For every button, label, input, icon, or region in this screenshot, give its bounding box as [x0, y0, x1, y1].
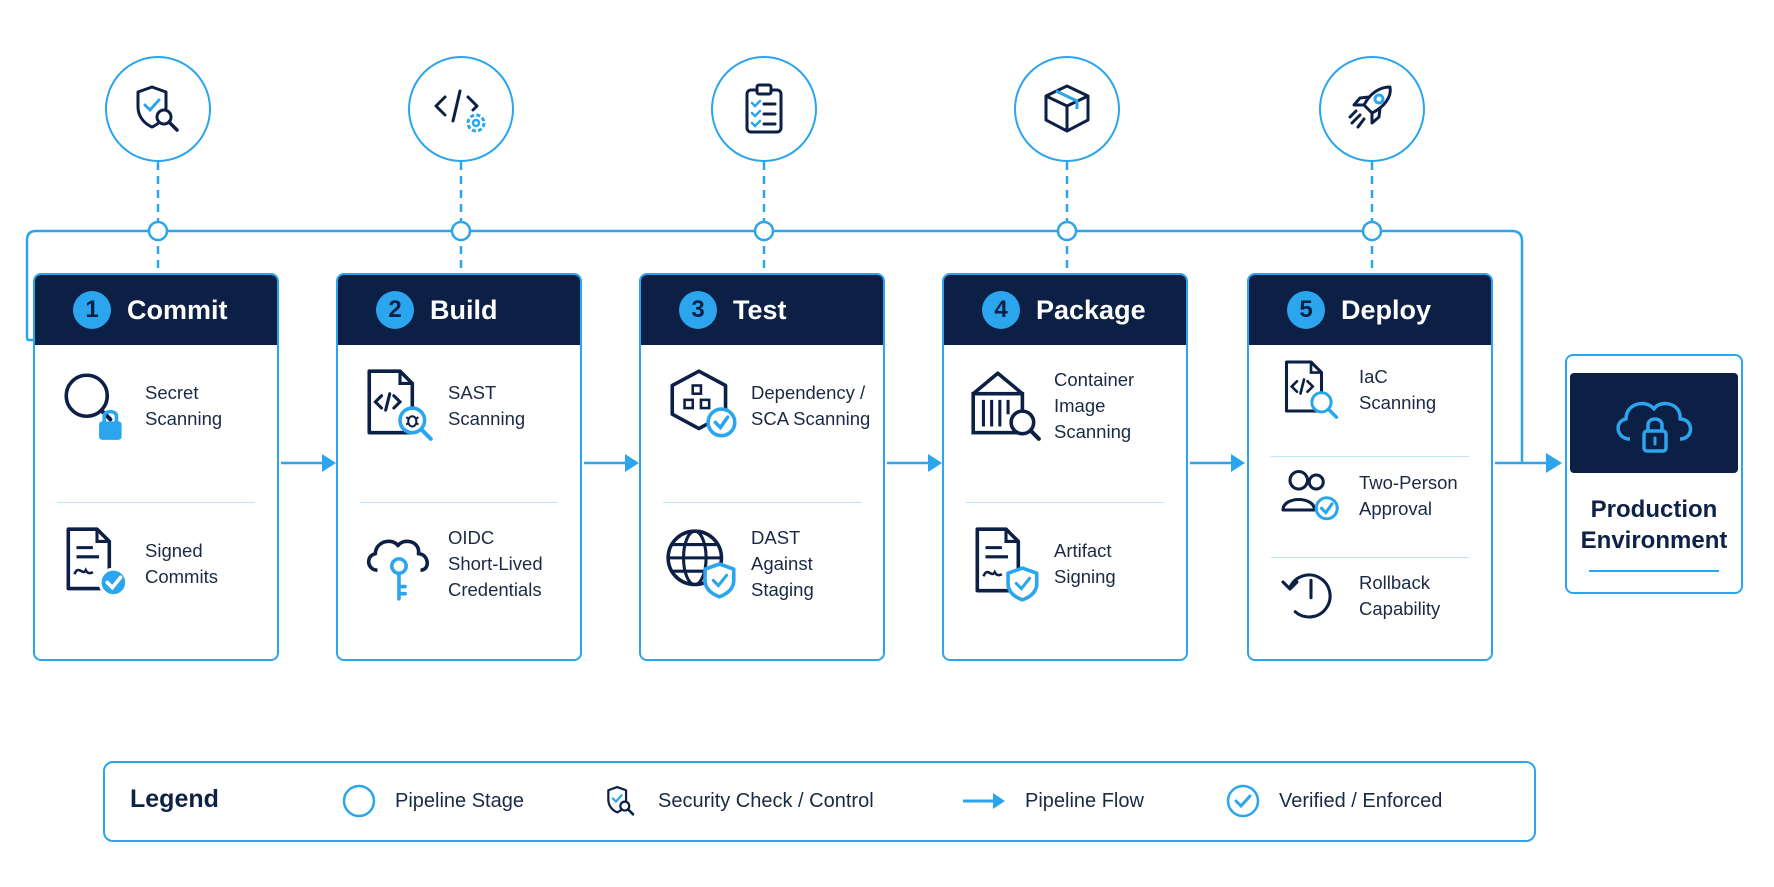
arrow-right-icon: [963, 793, 1005, 809]
stage-title: Package: [1036, 294, 1146, 325]
stage-number-badge: 5: [1287, 291, 1325, 329]
security-check-label: SAST Scanning: [448, 382, 526, 429]
legend-label: Verified / Enforced: [1279, 789, 1443, 812]
legend-label: Pipeline Flow: [1025, 789, 1144, 812]
stage-card-build[interactable]: 2 Build SAST Scanning: [336, 273, 582, 661]
stage-title: Commit: [127, 294, 228, 325]
security-check-label: Dependency / SCA Scanning: [751, 382, 871, 429]
stage-title: Build: [430, 294, 498, 325]
production-underline: [1589, 570, 1719, 572]
stage-4-top-icon: [1014, 56, 1120, 162]
check-circle-icon: [1226, 784, 1260, 818]
signed-document-check-icon: [66, 527, 129, 598]
security-check-item: OIDC Short-Lived Credentials: [338, 523, 580, 605]
divider: [1271, 557, 1469, 558]
stage-header: 5 Deploy: [1249, 275, 1491, 345]
security-check-item: Two-Person Approval: [1249, 461, 1491, 531]
globe-shield-icon: [666, 529, 736, 599]
security-check-item: Rollback Capability: [1249, 561, 1491, 631]
security-check-label: Rollback Capability: [1359, 572, 1441, 619]
security-check-item: Secret Scanning: [35, 365, 277, 447]
stage-title: Deploy: [1341, 294, 1432, 325]
container-search-icon: [971, 371, 1041, 441]
legend-item-security-check: Security Check / Control: [602, 779, 874, 823]
stage-3-top-icon: [711, 56, 817, 162]
security-check-label: Artifact Signing: [1054, 540, 1116, 587]
security-check-item: Signed Commits: [35, 523, 277, 605]
code-gear-icon: [434, 89, 486, 133]
legend-item-pipeline-flow: Pipeline Flow: [961, 779, 1144, 823]
cloud-lock-icon: [1616, 401, 1693, 453]
shield-search-icon: [607, 785, 635, 816]
hexagon-cubes-check-icon: [670, 369, 737, 438]
divider: [663, 502, 861, 503]
divider: [57, 502, 255, 503]
production-icon-panel: [1570, 373, 1738, 473]
magnifier-lock-icon: [64, 373, 122, 440]
legend-item-verified: Verified / Enforced: [1225, 779, 1442, 823]
security-check-item: SAST Scanning: [338, 365, 580, 447]
box-icon: [1044, 84, 1090, 133]
rocket-icon: [1348, 85, 1392, 129]
stage-header: 1 Commit: [35, 275, 277, 345]
stage-header: 3 Test: [641, 275, 883, 345]
security-check-item: Artifact Signing: [944, 523, 1186, 605]
security-check-label: DAST Against Staging: [751, 527, 814, 600]
stage-number-badge: 4: [982, 291, 1020, 329]
legend-item-pipeline-stage: Pipeline Stage: [341, 779, 524, 823]
stage-number-badge: 1: [73, 291, 111, 329]
stage-1-top-icon: [105, 56, 211, 162]
stage-header: 4 Package: [944, 275, 1186, 345]
circle-icon: [342, 784, 376, 818]
production-label: Production Environment: [1580, 496, 1728, 554]
legend-title: Legend: [130, 785, 219, 813]
divider: [966, 502, 1164, 503]
stage-number-badge: 2: [376, 291, 414, 329]
security-check-label: IaC Scanning: [1359, 366, 1437, 413]
security-check-label: Signed Commits: [145, 540, 218, 587]
security-check-label: Secret Scanning: [145, 382, 223, 429]
security-check-item: Container Image Scanning: [944, 365, 1186, 447]
security-check-label: Two-Person Approval: [1359, 472, 1458, 519]
security-check-item: DAST Against Staging: [641, 523, 883, 605]
security-check-item: IaC Scanning: [1249, 355, 1491, 425]
security-check-item: Dependency / SCA Scanning: [641, 365, 883, 447]
clipboard-checklist-icon: [745, 83, 783, 134]
stage-2-top-icon: [408, 56, 514, 162]
rollback-clock-icon: [1281, 573, 1332, 619]
divider: [360, 502, 558, 503]
stage-number-badge: 3: [679, 291, 717, 329]
security-check-label: Container Image Scanning: [1054, 369, 1135, 442]
legend: Legend Pipeline Stage Security Check / C…: [103, 761, 1536, 842]
two-users-check-icon: [1281, 469, 1339, 521]
stage-5-top-icon: [1319, 56, 1425, 162]
shield-search-icon: [136, 85, 179, 132]
production-environment[interactable]: Production Environment: [1565, 354, 1743, 594]
security-check-label: OIDC Short-Lived Credentials: [448, 527, 543, 600]
divider: [1271, 456, 1469, 457]
stage-title: Test: [733, 294, 787, 325]
stage-card-deploy[interactable]: 5 Deploy IaC Scanning: [1247, 273, 1493, 661]
stage-header: 2 Build: [338, 275, 580, 345]
legend-label: Security Check / Control: [658, 789, 874, 812]
code-file-search-icon: [1284, 360, 1339, 419]
stage-card-package[interactable]: 4 Package Container Image Scanning: [942, 273, 1188, 661]
signed-document-shield-icon: [975, 527, 1039, 602]
code-file-bug-search-icon: [367, 369, 433, 441]
stage-card-test[interactable]: 3 Test Dependency / SCA Scanning: [639, 273, 885, 661]
stage-card-commit[interactable]: 1 Commit Secret Scanning: [33, 273, 279, 661]
cloud-key-icon: [366, 539, 429, 601]
legend-label: Pipeline Stage: [395, 789, 524, 812]
